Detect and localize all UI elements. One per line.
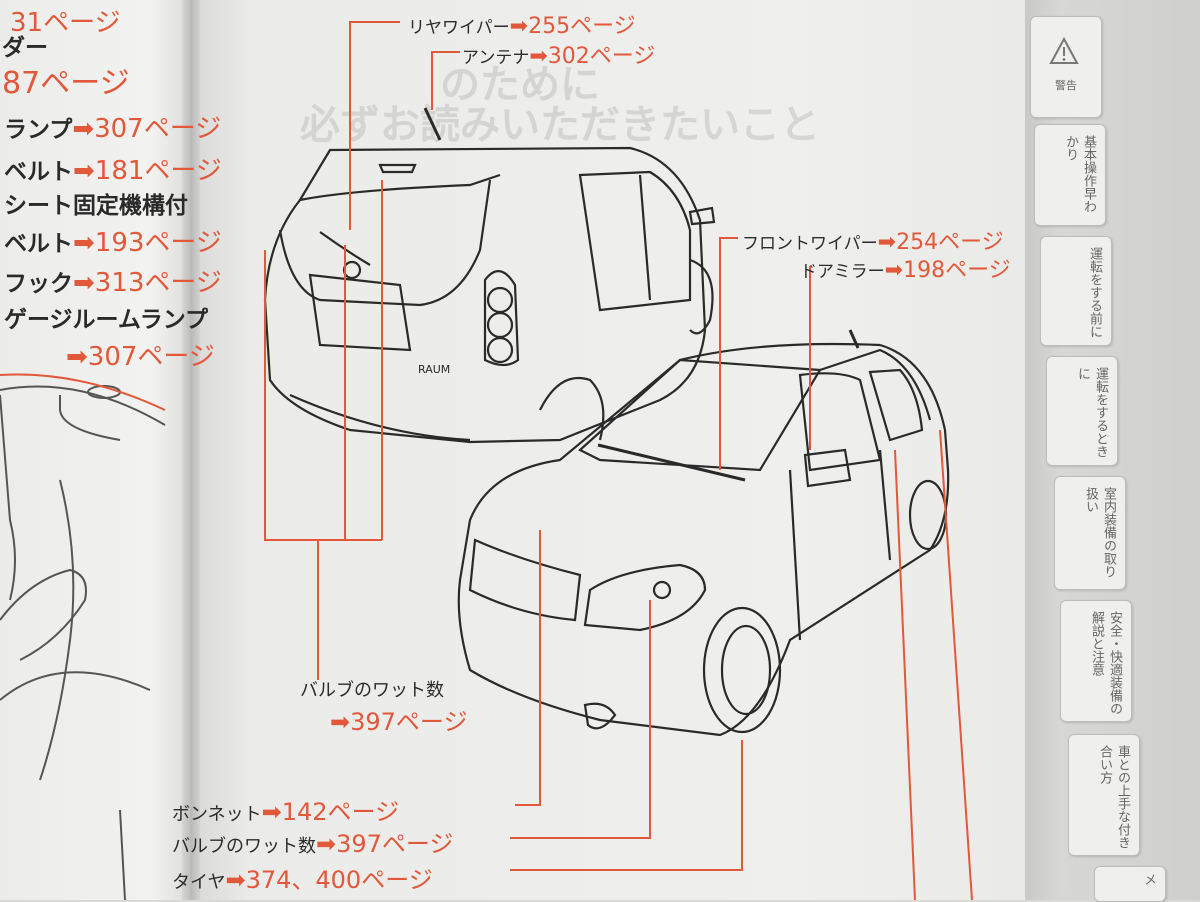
callout-antenna: アンテナ➡302ページ	[462, 44, 656, 69]
callout-front-wiper: フロントワイパー➡254ページ	[742, 230, 1004, 255]
callout-rear-wiper: リヤワイパー➡255ページ	[408, 14, 636, 39]
tab-interior[interactable]: 室内装備の取り扱い	[1054, 476, 1126, 590]
interior-sketch	[0, 385, 166, 900]
callout-bulb-rear-label: バルブのワット数	[300, 680, 444, 701]
warning-triangle-icon	[1049, 37, 1079, 64]
callout-tire: タイヤ➡374、400ページ	[172, 866, 433, 894]
left-line-2: ダー	[2, 35, 48, 61]
tab-label-safety: 安全・快適装備の解説と注意	[1089, 611, 1122, 715]
rear-car	[263, 107, 716, 444]
left-line-6: シート固定機構付	[4, 193, 188, 219]
left-line-7: ベルト➡193ページ	[4, 228, 222, 258]
tab-label-maintenance: メ	[1141, 873, 1156, 886]
left-line-3: 87ページ	[2, 66, 130, 101]
front-car	[457, 329, 950, 737]
tab-label-while-driving: 運転をするときに	[1075, 367, 1108, 458]
tab-label-before-driving: 運転をする前に	[1087, 247, 1102, 338]
tab-label-warning: 警告	[1055, 79, 1077, 92]
faint-heading-1: のために	[440, 62, 600, 108]
tab-label-basics: 基本操作早わかり	[1063, 135, 1096, 213]
tab-warning[interactable]: 警告	[1030, 16, 1102, 118]
left-line-10: ➡307ページ	[66, 342, 215, 372]
callout-door-mirror: ドアミラー➡198ページ	[800, 258, 1011, 283]
left-line-9: ゲージルームランプ	[4, 307, 209, 333]
left-line-4: ランプ➡307ページ	[4, 114, 222, 144]
faint-heading-2: 必ずお読みいただきたいこと	[300, 102, 820, 148]
tab-label-care: 車との上手な付き合い方	[1097, 745, 1130, 849]
tab-maintenance[interactable]: メ	[1094, 866, 1166, 902]
tab-basics[interactable]: 基本操作早わかり	[1034, 124, 1106, 226]
tab-before-driving[interactable]: 運転をする前に	[1040, 236, 1112, 346]
leader-lines	[264, 21, 973, 900]
callout-bonnet: ボンネット➡142ページ	[172, 798, 400, 826]
tab-label-interior: 室内装備の取り扱い	[1083, 487, 1116, 578]
tab-care[interactable]: 車との上手な付き合い方	[1068, 734, 1140, 856]
callout-bulb-front: バルブのワット数➡397ページ	[172, 830, 454, 858]
car-badge: RAUM	[418, 363, 450, 376]
tab-safety[interactable]: 安全・快適装備の解説と注意	[1060, 600, 1132, 722]
tab-while-driving[interactable]: 運転をするときに	[1046, 356, 1118, 466]
callout-bulb-rear-ref: ➡397ページ	[330, 708, 468, 736]
left-line-5: ベルト➡181ページ	[4, 156, 222, 186]
book-gutter	[182, 0, 200, 900]
left-line-1: 31ページ	[10, 8, 121, 38]
left-page	[0, 0, 190, 900]
left-line-8: フック➡313ページ	[4, 268, 222, 298]
